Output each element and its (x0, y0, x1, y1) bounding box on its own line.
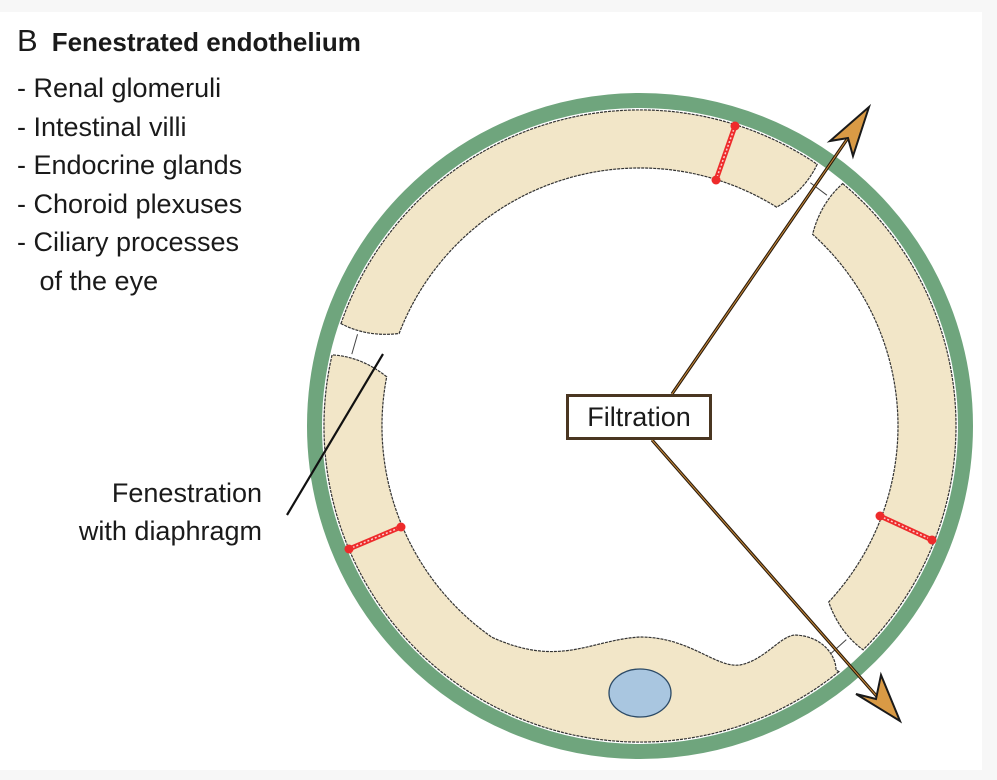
cell-junction (351, 334, 359, 355)
arrowhead-down-icon (855, 671, 903, 724)
location-item: of the eye (17, 265, 159, 296)
endothelial-cell-top (340, 109, 818, 335)
location-list: - Renal glomeruli - Intestinal villi - E… (17, 69, 242, 300)
filtration-label: Filtration (566, 394, 712, 440)
cell-junction (810, 182, 828, 196)
endothelial-cell-bottom (323, 354, 840, 743)
panel-letter: B (17, 23, 38, 58)
fenestration-top (711, 121, 740, 185)
panel-header: B Fenestrated endothelium (17, 23, 361, 59)
filtration-arrow-down (650, 438, 903, 724)
location-item: - Intestinal villi (17, 111, 187, 142)
cell-junction (830, 639, 847, 654)
panel-title: Fenestrated endothelium (51, 27, 361, 57)
figure-panel: B Fenestrated endothelium - Renal glomer… (0, 12, 982, 770)
filtration-label-text: Filtration (587, 401, 691, 432)
fenestration-left (344, 522, 406, 554)
basement-membrane (307, 93, 973, 759)
fenestration-label-line2: with diaphragm (78, 516, 262, 546)
filtration-arrow-up (670, 103, 872, 395)
fenestration-leader-line (286, 353, 384, 516)
location-item: - Endocrine glands (17, 150, 243, 180)
nucleus (608, 668, 672, 718)
arrowhead-up-icon (826, 103, 872, 160)
cell-junctions (351, 182, 847, 654)
location-item: - Ciliary processes (17, 227, 240, 257)
fenestration-label: Fenestration with diaphragm (79, 474, 262, 550)
fenestration-right (875, 511, 937, 545)
fenestration-label-line1: Fenestration (111, 478, 262, 508)
location-item: - Renal glomeruli (17, 73, 222, 103)
location-item: - Choroid plexuses (17, 188, 243, 219)
